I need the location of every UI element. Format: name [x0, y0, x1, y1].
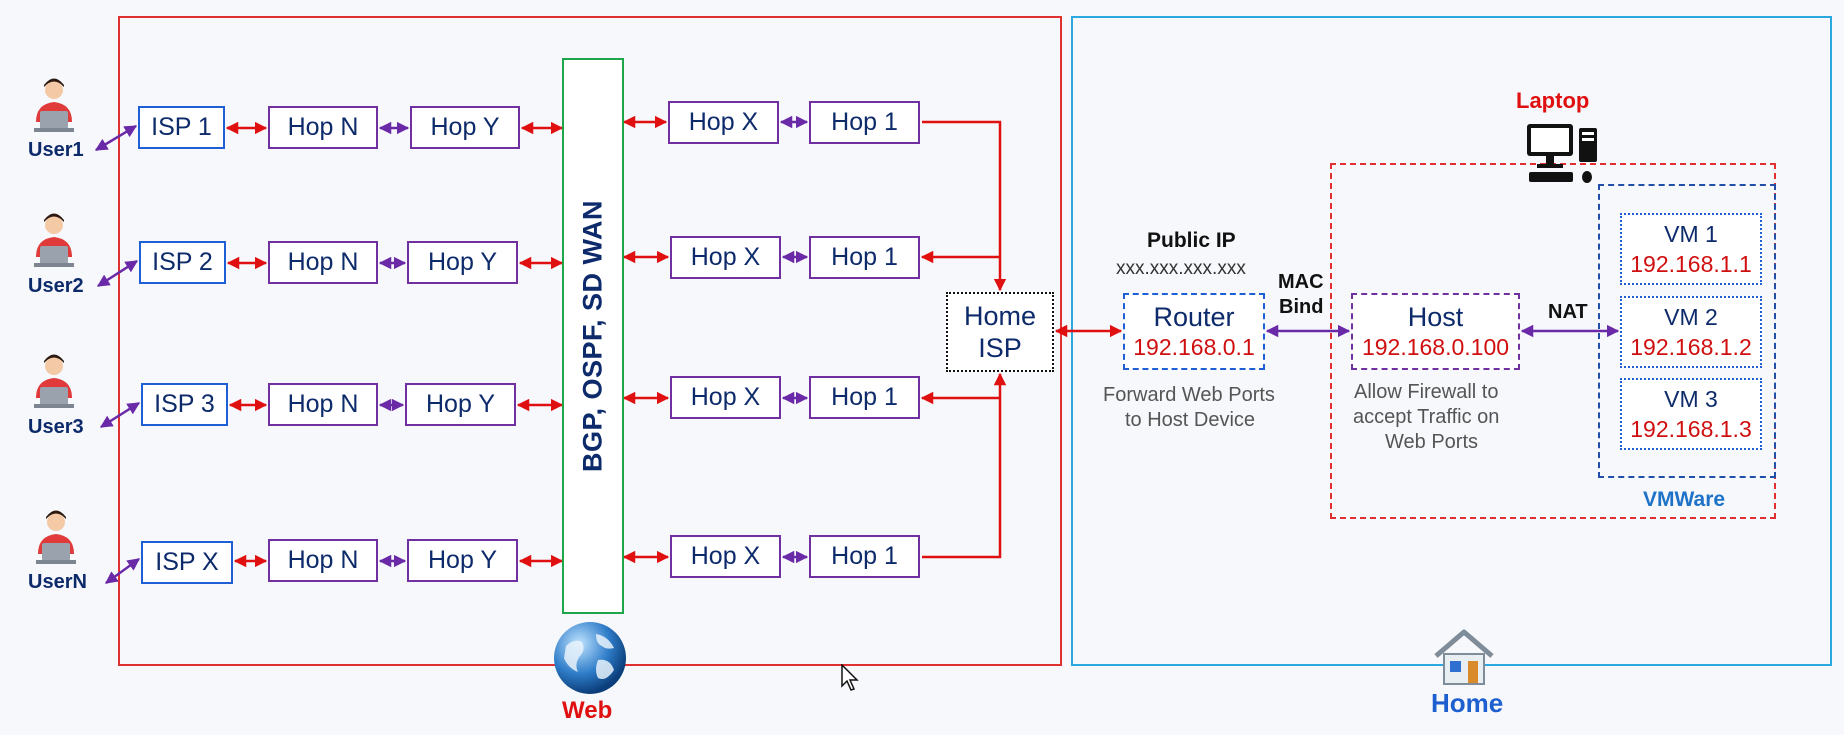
mac-bind-line1: MAC: [1278, 271, 1324, 293]
hop-1-box: Hop 1: [809, 101, 920, 144]
host-ip: 192.168.0.100: [1361, 333, 1510, 360]
mouse-cursor-icon: [841, 664, 859, 691]
host-title: Host: [1407, 301, 1464, 332]
vm-ip: 192.168.1.3: [1630, 416, 1752, 442]
web-label: Web: [562, 697, 613, 724]
routing-protocol-label: BGP, OSPF, SD WAN: [577, 199, 608, 473]
host-note-line1: Allow Firewall to: [1354, 381, 1499, 403]
user-label: User3: [28, 416, 84, 438]
hop-1-box: Hop 1: [809, 236, 920, 279]
home-isp-line1: Home: [963, 301, 1037, 331]
vm-box: VM 1 192.168.1.1: [1620, 213, 1762, 285]
nat-label: NAT: [1548, 301, 1588, 323]
vm-name: VM 1: [1664, 221, 1718, 247]
public-ip-label: Public IP: [1147, 229, 1236, 252]
house-icon: [1434, 629, 1494, 685]
hop1-homeisp-connector: [922, 372, 1007, 559]
hop-n-box: Hop N: [268, 383, 378, 426]
home-label: Home: [1431, 688, 1504, 718]
vm-ip: 192.168.1.1: [1630, 251, 1752, 277]
hop-1-box: Hop 1: [809, 535, 920, 578]
hop-y-box: Hop Y: [405, 383, 516, 426]
globe-icon: [554, 622, 626, 694]
hop-x-box: Hop X: [670, 376, 781, 419]
isp-box: ISP 1: [138, 106, 225, 149]
hop-n-box: Hop N: [268, 539, 378, 582]
home-isp-line2: ISP: [978, 333, 1022, 363]
vm-box: VM 2 192.168.1.2: [1620, 296, 1762, 368]
hop-y-box: Hop Y: [410, 106, 520, 149]
hop-x-box: Hop X: [670, 535, 781, 578]
hop-x-box: Hop X: [670, 236, 781, 279]
user-icon: [34, 213, 74, 267]
vm-name: VM 3: [1664, 386, 1718, 412]
router-ip: 192.168.0.1: [1133, 333, 1255, 360]
isp-box: ISP 3: [141, 383, 228, 426]
mac-bind-line2: Bind: [1279, 296, 1324, 318]
user-isp-connector: [96, 259, 139, 288]
isp-box: ISP X: [141, 541, 233, 584]
user-isp-connector: [94, 124, 138, 152]
user-label: User1: [28, 139, 84, 161]
router-title: Router: [1153, 301, 1235, 332]
hop-y-box: Hop Y: [407, 539, 518, 582]
computer-icon: [1527, 124, 1597, 183]
vm-name: VM 2: [1664, 304, 1718, 330]
user-icon: [34, 354, 74, 408]
public-ip-value: xxx.xxx.xxx.xxx: [1116, 258, 1246, 279]
user-isp-connector: [104, 557, 141, 585]
hop-n-box: Hop N: [268, 241, 378, 284]
host-box: Host 192.168.0.100: [1351, 293, 1520, 370]
router-box: Router 192.168.0.1: [1123, 293, 1265, 370]
router-note-line2: to Host Device: [1125, 409, 1256, 431]
host-note-line3: Web Ports: [1385, 431, 1478, 453]
user-label: UserN: [28, 571, 87, 593]
hop-x-box: Hop X: [668, 101, 779, 144]
router-note-line1: Forward Web Ports: [1103, 384, 1275, 406]
hop-n-box: Hop N: [268, 106, 378, 149]
hop-y-box: Hop Y: [407, 241, 518, 284]
hop1-homeisp-connector: [922, 120, 1007, 292]
host-note-line2: accept Traffic on: [1353, 406, 1500, 428]
vm-ip: 192.168.1.2: [1630, 334, 1752, 360]
home-isp-box: Home ISP: [946, 292, 1054, 372]
user-isp-connector: [99, 401, 141, 429]
user-icon: [34, 78, 74, 132]
vm-box: VM 3 192.168.1.3: [1620, 378, 1762, 450]
isp-box: ISP 2: [139, 241, 226, 284]
user-label: User2: [28, 275, 84, 297]
user-icon: [36, 510, 76, 564]
routing-protocol-bar: BGP, OSPF, SD WAN: [562, 58, 624, 614]
vmware-label: VMWare: [1643, 488, 1726, 511]
laptop-label: Laptop: [1516, 88, 1590, 113]
hop-1-box: Hop 1: [809, 376, 920, 419]
